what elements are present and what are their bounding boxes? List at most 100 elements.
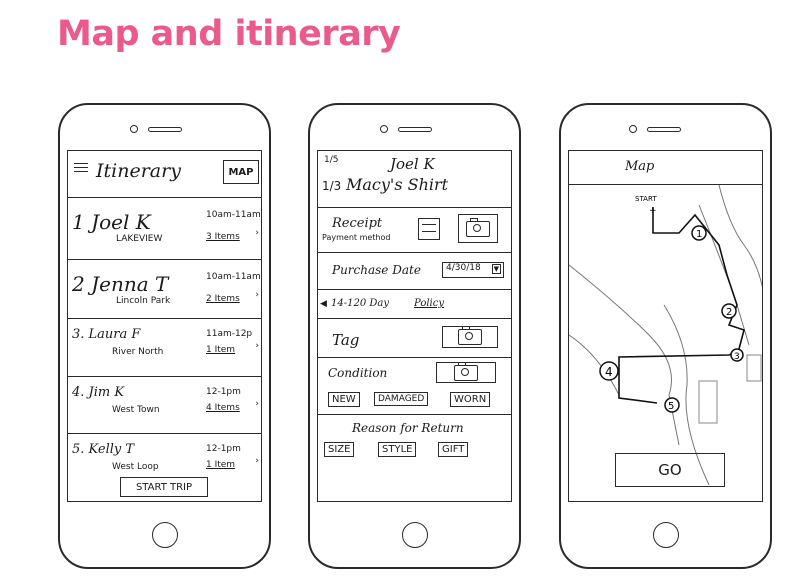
stop-number: 2 (72, 272, 85, 296)
stop-customer: Joel K (91, 210, 151, 234)
svg-text:3: 3 (734, 352, 740, 362)
condition-camera-button[interactable] (436, 361, 496, 383)
stop-time: 10am-11am (206, 272, 261, 282)
road-line (569, 334, 620, 396)
item-name: Macy's Shirt (346, 175, 449, 194)
stop-items[interactable]: 4 Items (206, 403, 240, 413)
stop-items[interactable]: 3 Items (206, 232, 240, 242)
road-line (663, 304, 710, 486)
phone-map: Map START + 1 2 3 4 5 GO (559, 103, 772, 569)
map-title: Map (625, 159, 655, 174)
tag-label: Tag (332, 331, 360, 349)
itinerary-stop-row[interactable]: 3. Laura F River North 11am-12p 1 Item › (68, 319, 261, 377)
stop-customer: Kelly T (88, 442, 135, 457)
stop-number: 4. (72, 385, 85, 400)
speaker-slot (647, 127, 681, 132)
stop-time: 11am-12p (206, 329, 253, 339)
condition-damaged-button[interactable]: DAMAGED (374, 392, 429, 406)
receipt-thumbnail-icon[interactable] (418, 218, 440, 240)
road-line (569, 264, 680, 446)
itinerary-title: Itinerary (96, 160, 181, 182)
stop-items[interactable]: 2 Items (206, 294, 240, 304)
condition-new-button[interactable]: NEW (328, 392, 360, 407)
reason-style-button[interactable]: STYLE (378, 442, 417, 457)
policy-row: ◀ 14-120 Day Policy (318, 290, 511, 319)
map-block (746, 354, 762, 382)
stop-marker-1: 1 (691, 225, 707, 241)
item-counter: 1/3 (322, 179, 342, 193)
svg-text:5: 5 (668, 401, 674, 412)
condition-row: Condition NEW DAMAGED WORN (318, 358, 511, 415)
start-trip-button[interactable]: START TRIP (120, 477, 208, 497)
camera-dot (130, 125, 138, 133)
tag-camera-button[interactable] (442, 326, 498, 348)
purchase-date-label: Purchase Date (332, 263, 421, 277)
purchase-date-value: 4/30/18 (446, 263, 481, 273)
start-label: START (635, 195, 657, 203)
receipt-label: Receipt (332, 216, 383, 231)
chevron-right-icon[interactable]: › (255, 341, 259, 351)
item-header: 1/5 Joel K 1/3 Macy's Shirt (318, 151, 511, 208)
stop-items[interactable]: 1 Item (206, 345, 236, 355)
purchase-date-field[interactable]: 4/30/18 ▼ (442, 262, 504, 278)
stop-marker-2: 2 (721, 303, 737, 319)
stop-number: 3. (72, 327, 85, 342)
map-header: Map (569, 151, 762, 185)
stop-time: 12-1pm (206, 387, 241, 397)
reason-size-button[interactable]: SIZE (324, 442, 355, 457)
stop-customer: Laura F (88, 327, 141, 342)
receipt-camera-button[interactable] (458, 214, 498, 243)
chevron-right-icon[interactable]: › (255, 228, 259, 238)
policy-link[interactable]: Policy (414, 298, 444, 309)
svg-text:4: 4 (605, 365, 613, 379)
stop-area: River North (112, 347, 164, 357)
home-button[interactable] (652, 522, 679, 548)
stop-customer: Jenna T (91, 272, 169, 296)
road-line (718, 185, 762, 288)
camera-icon (458, 326, 482, 345)
road-line (698, 204, 750, 346)
policy-arrow-icon: ◀ (320, 299, 327, 309)
stop-customer: Jim K (88, 385, 125, 400)
map-button[interactable]: MAP (223, 160, 259, 184)
condition-label: Condition (328, 366, 388, 380)
camera-icon (466, 217, 490, 237)
phone-item-detail: 1/5 Joel K 1/3 Macy's Shirt Receipt Paym… (308, 103, 521, 569)
item-detail-screen: 1/5 Joel K 1/3 Macy's Shirt Receipt Paym… (317, 150, 512, 502)
go-button[interactable]: GO (615, 453, 725, 487)
stop-name: 3. Laura F (72, 327, 140, 342)
stop-counter: 1/5 (324, 155, 339, 165)
camera-icon (454, 361, 478, 381)
hamburger-menu-icon[interactable] (74, 163, 88, 172)
stop-number: 5. (72, 442, 85, 457)
chevron-right-icon[interactable]: › (255, 399, 259, 409)
chevron-right-icon[interactable]: › (255, 456, 259, 466)
itinerary-header: Itinerary MAP (68, 151, 261, 198)
condition-worn-button[interactable]: WORN (450, 392, 491, 407)
page-title: Map and itinerary (57, 14, 401, 54)
home-button[interactable] (401, 522, 428, 548)
stop-time: 12-1pm (206, 444, 241, 454)
stop-area: Lincoln Park (116, 296, 171, 306)
purchase-date-row: Purchase Date 4/30/18 ▼ (318, 253, 511, 290)
itinerary-stop-row[interactable]: 4. Jim K West Town 12-1pm 4 Items › (68, 377, 261, 434)
reason-label: Reason for Return (352, 421, 464, 435)
route-map[interactable]: START + 1 2 3 4 5 (569, 185, 763, 502)
svg-text:2: 2 (726, 307, 732, 318)
home-button[interactable] (151, 522, 178, 548)
date-dropdown-icon[interactable]: ▼ (491, 264, 501, 274)
reason-gift-button[interactable]: GIFT (438, 442, 469, 457)
chevron-right-icon[interactable]: › (255, 290, 259, 300)
stop-area: LAKEVIEW (116, 234, 163, 244)
stop-name: 5. Kelly T (72, 442, 134, 457)
stop-items[interactable]: 1 Item (206, 460, 236, 470)
speaker-slot (148, 127, 182, 132)
stop-area: West Town (112, 405, 160, 415)
map-screen: Map START + 1 2 3 4 5 GO (568, 150, 763, 502)
camera-dot (629, 125, 637, 133)
